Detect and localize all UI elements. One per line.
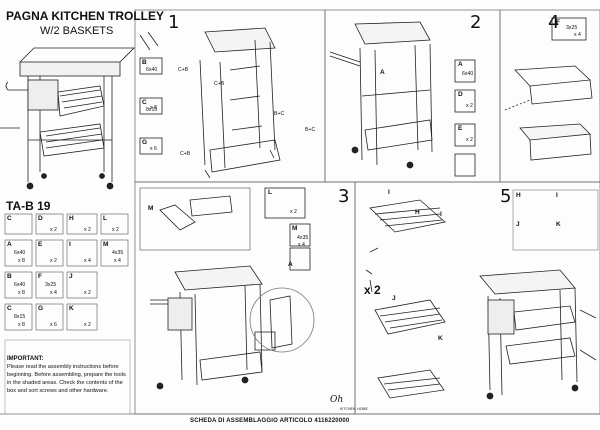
p2-qty-d: x 2 xyxy=(466,103,473,109)
p1-callout-cb-3: C+B xyxy=(180,151,191,157)
part-size-a: 6x40 xyxy=(14,250,26,256)
step1-drawing xyxy=(139,27,281,179)
step5-drawing xyxy=(365,189,599,400)
important-line-4: box and sort screws and other hardware. xyxy=(7,388,109,394)
p1-callout-cb-1: C+B xyxy=(178,67,189,73)
part-qty-k: x 2 xyxy=(84,322,91,328)
part-label-h: H xyxy=(69,215,74,222)
p1-callout-bc-1: B+C xyxy=(274,111,285,117)
p3-label-l: L xyxy=(268,189,272,196)
brand-logo: Oh xyxy=(330,395,344,405)
p5-label-i: I xyxy=(388,189,390,196)
part-label-f: F xyxy=(38,273,42,280)
p1-size-b: 6x40 xyxy=(146,67,158,73)
footer-article-code: SCHEDA DI ASSEMBLAGGIO ARTICOLO 41162200… xyxy=(190,418,350,424)
parts-grid xyxy=(4,213,131,415)
p5-grid-i: I xyxy=(556,192,558,199)
p3-callout-m: M xyxy=(148,205,154,212)
part-label-j: J xyxy=(69,273,73,280)
p1-label-c: C xyxy=(142,99,147,106)
part-qty-a: x 8 xyxy=(18,258,25,264)
p1-callout-bc-2: B+C xyxy=(305,127,316,133)
step-number-2: 2 xyxy=(470,12,482,33)
important-line-2: beginning. Before assembling, prepare th… xyxy=(7,372,126,378)
p5-label-k: K xyxy=(438,335,443,342)
part-label-e: E xyxy=(38,241,43,248)
page-subtitle: W/2 BASKETS xyxy=(40,25,114,37)
part-label-a: A xyxy=(7,241,12,248)
part-size-b: 6x40 xyxy=(14,282,26,288)
part-label-k: K xyxy=(69,305,74,312)
p4-qty-f: x 4 xyxy=(574,32,581,38)
important-heading: IMPORTANT: xyxy=(7,356,44,362)
step-number-3: 3 xyxy=(338,186,350,207)
step-number-5: 5 xyxy=(500,186,512,207)
part-qty-d: x 2 xyxy=(50,227,57,233)
part-qty-c: x 8 xyxy=(18,322,25,328)
p2-size-a: 6x40 xyxy=(462,71,474,77)
p2-qty-e: x 2 xyxy=(466,137,473,143)
p2-label-e: E xyxy=(458,125,463,132)
p3-qty-m: x 4 xyxy=(298,242,305,248)
p2-label-a: A xyxy=(458,61,463,68)
p1-label-b: B xyxy=(142,59,147,66)
p1-label-g: G xyxy=(142,139,148,146)
step4-drawing xyxy=(504,17,593,161)
p5-label-h: H xyxy=(415,209,420,216)
part-size-c: 8x15 xyxy=(14,314,26,320)
part-size-m: 4x35 xyxy=(112,250,124,256)
part-qty-l: x 2 xyxy=(112,227,119,233)
p3-size-m: 4x35 xyxy=(297,235,309,241)
important-line-1: Please read the assembly instructions be… xyxy=(7,364,119,370)
step-number-1: 1 xyxy=(168,12,180,33)
part-qty-j: x 2 xyxy=(84,290,91,296)
p1-qty-g: x 6 xyxy=(150,146,157,152)
p4-size-f: 3x25 xyxy=(566,25,578,31)
part-qty-f: x 4 xyxy=(50,290,57,296)
model-code: TA-B 19 xyxy=(6,199,51,213)
trolley-main-drawing xyxy=(0,47,135,190)
part-qty-e: x 2 xyxy=(50,258,57,264)
p2-callout-a: A xyxy=(380,69,385,76)
p5-times-two: x 2 xyxy=(364,283,381,297)
part-qty-i: x 4 xyxy=(84,258,91,264)
step2-drawing xyxy=(329,21,476,177)
p3-label-m: M xyxy=(292,225,298,232)
step-number-4: 4 xyxy=(548,12,560,33)
p4-label-f: F xyxy=(556,19,560,26)
part-qty-m: x 4 xyxy=(114,258,121,264)
brand-tagline: KITCHEN, HOME xyxy=(340,407,368,411)
step3-drawing xyxy=(139,187,315,390)
p1-qty-c: x 8 xyxy=(150,105,157,111)
p5-grid-j: J xyxy=(516,221,520,228)
part-label-c2: C xyxy=(7,305,12,312)
part-label-m: M xyxy=(103,241,109,248)
p5-label-i2: I xyxy=(440,211,442,218)
part-label-d: D xyxy=(38,215,43,222)
page-title: PAGNA KITCHEN TROLLEY xyxy=(6,9,164,23)
p3-qty-l: x 2 xyxy=(290,209,297,215)
part-size-f: 3x25 xyxy=(45,282,57,288)
p1-size-c: 8x15 xyxy=(146,107,158,113)
p2-label-d: D xyxy=(458,91,463,98)
p1-callout-cb-2: C+B xyxy=(214,81,225,87)
part-qty-h: x 2 xyxy=(84,227,91,233)
p3-callout-a: A xyxy=(288,261,293,268)
part-label-g: G xyxy=(38,305,44,312)
p5-label-j: J xyxy=(392,295,396,302)
part-label-i: I xyxy=(69,241,71,248)
part-qty-b: x 8 xyxy=(18,290,25,296)
important-line-3: in the shaded areas. Check the contents … xyxy=(7,380,123,386)
part-qty-g: x 6 xyxy=(50,322,57,328)
part-label-l: L xyxy=(103,215,107,222)
p5-grid-k: K xyxy=(556,221,561,228)
part-label-c: C xyxy=(7,215,12,222)
p5-grid-h: H xyxy=(516,192,521,199)
part-label-b: B xyxy=(7,273,12,280)
